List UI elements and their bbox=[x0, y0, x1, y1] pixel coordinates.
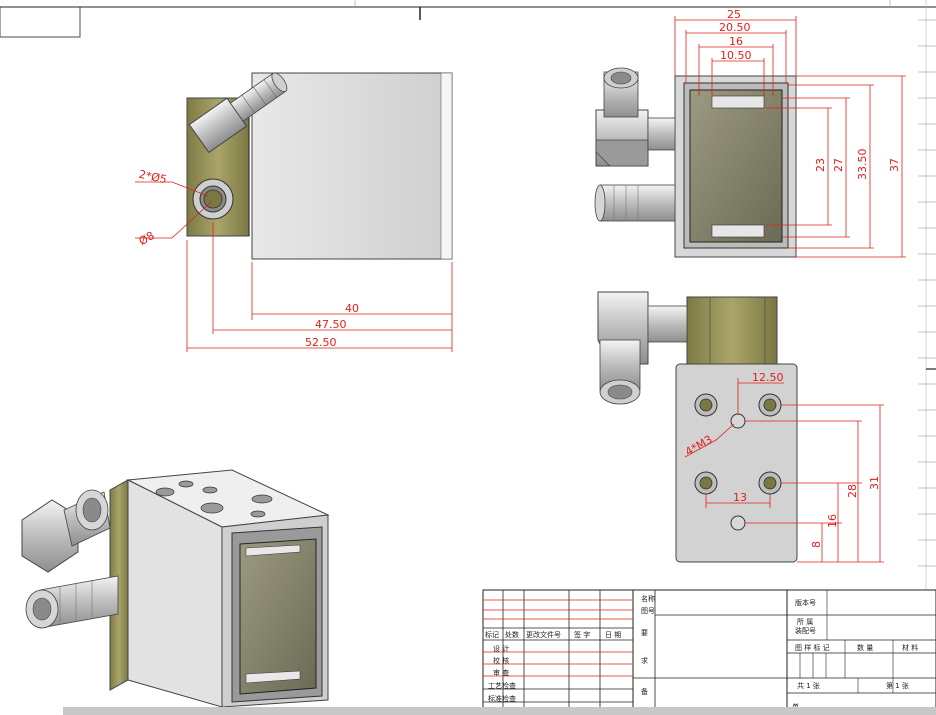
dim-47-50: 47.50 bbox=[315, 318, 347, 331]
tb-row-design: 设 计 bbox=[493, 644, 509, 653]
tb-row-standard: 标准检查 bbox=[488, 694, 516, 703]
tb-assembly-a: 所 属 bbox=[797, 617, 813, 626]
front-view: 2*Ø5 Ø8 40 47.50 52.50 bbox=[135, 72, 453, 352]
dim-31: 31 bbox=[868, 476, 881, 490]
side-view: 25 20.50 16 10.50 23 27 33.50 37 bbox=[594, 8, 906, 258]
tb-req-a: 要 bbox=[641, 629, 648, 637]
dim-8: 8 bbox=[810, 541, 823, 548]
tb-drawing-mark: 图 样 标 记 bbox=[795, 643, 830, 652]
dim-10-50: 10.50 bbox=[720, 49, 752, 62]
tb-assembly-b: 装配号 bbox=[795, 626, 816, 635]
dim-12-50: 12.50 bbox=[752, 371, 784, 384]
tb-hdr-doc: 更改文件号 bbox=[526, 630, 561, 639]
tb-material: 材 料 bbox=[902, 643, 918, 652]
tb-version: 版本号 bbox=[795, 598, 816, 607]
tb-name-label: 名称 bbox=[641, 594, 655, 603]
tb-hdr-sign: 签 字 bbox=[574, 630, 590, 639]
dim-16-back: 16 bbox=[826, 514, 839, 528]
tb-hdr-mark: 标记 bbox=[485, 630, 499, 639]
tb-drawing-no-label: 图号 bbox=[641, 607, 655, 615]
dim-16: 16 bbox=[729, 35, 743, 48]
tb-note: 备 bbox=[641, 687, 648, 696]
tb-hdr-date: 日 期 bbox=[605, 631, 621, 639]
back-view: 12.50 4*M3 13 31 28 16 8 bbox=[597, 291, 884, 563]
tb-total-sheets: 共 1 张 bbox=[797, 681, 820, 690]
dim-33-50: 33.50 bbox=[856, 149, 869, 181]
dim-40: 40 bbox=[345, 302, 359, 315]
dim-52-50: 52.50 bbox=[305, 336, 337, 349]
tb-row-review: 审 查 bbox=[493, 668, 509, 677]
tb-sheet-no: 第 1 张 bbox=[886, 681, 909, 690]
tb-row-check: 校 核 bbox=[493, 656, 509, 665]
horizontal-scrollbar[interactable] bbox=[63, 707, 936, 715]
title-block: 标记 处数 更改文件号 签 字 日 期 设 计 校 核 审 查 工艺检查 标准检… bbox=[482, 589, 936, 715]
tb-quantity: 数 量 bbox=[857, 643, 873, 652]
tb-row-process: 工艺检查 bbox=[488, 681, 516, 690]
tb-req-b: 求 bbox=[641, 656, 648, 665]
isometric-view bbox=[21, 469, 330, 708]
diameter-label: Ø8 bbox=[137, 229, 157, 248]
dim-13: 13 bbox=[733, 491, 747, 504]
dim-25: 25 bbox=[727, 8, 741, 21]
dim-37: 37 bbox=[888, 158, 901, 172]
dim-27: 27 bbox=[832, 158, 845, 172]
dim-28: 28 bbox=[846, 484, 859, 498]
dim-23: 23 bbox=[814, 158, 827, 172]
tb-unit: 单 bbox=[792, 702, 799, 711]
hole-spec-label: 2*Ø5 bbox=[138, 168, 168, 187]
tb-hdr-count: 处数 bbox=[505, 630, 519, 639]
dim-20-50: 20.50 bbox=[719, 21, 751, 34]
